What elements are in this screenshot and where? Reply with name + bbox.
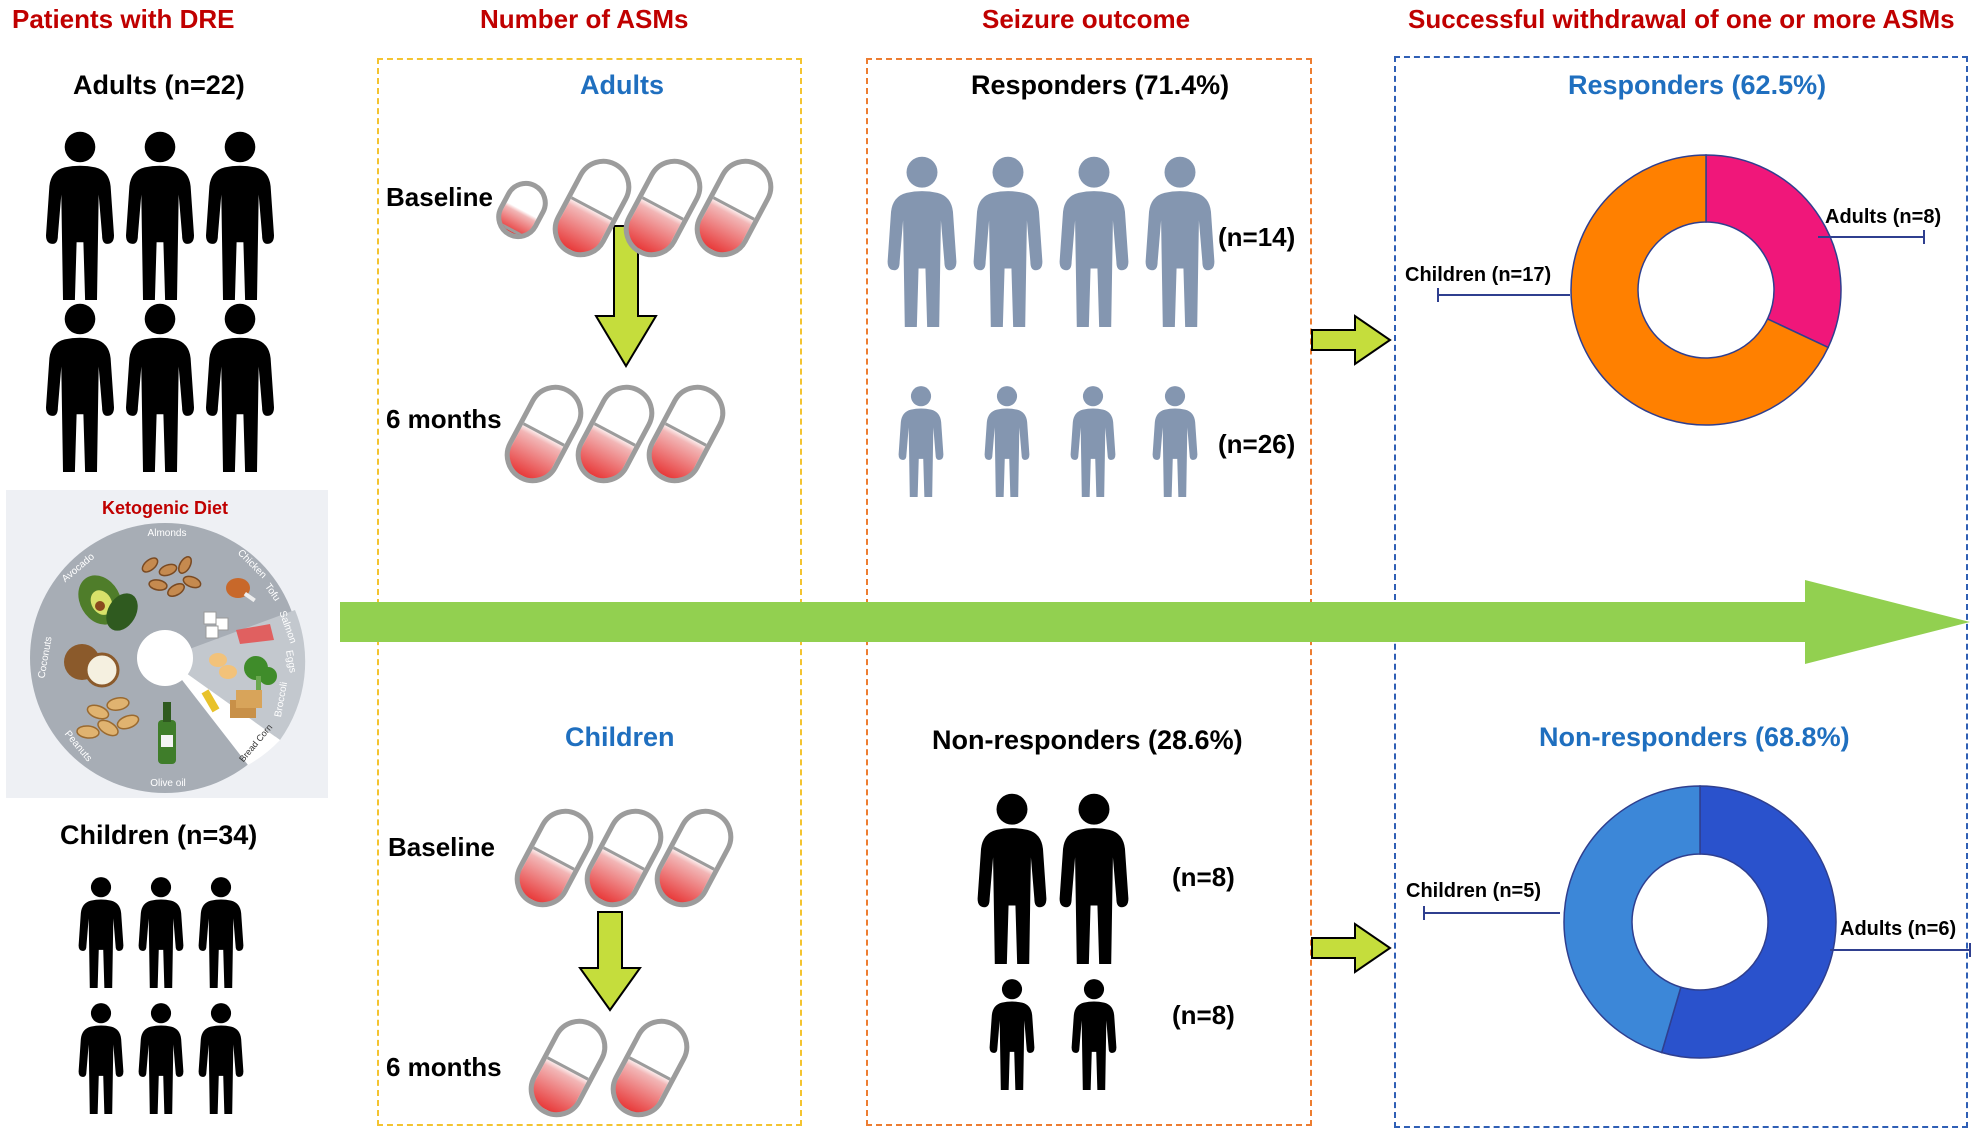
ketogenic-diet-panel: Ketogenic Diet Almonds Avocado Coconuts … <box>6 490 328 798</box>
withdrawal-responders-title: Responders (62.5%) <box>1568 70 1827 100</box>
responder-child-figures <box>898 386 1198 497</box>
nonresponders-children-count: (n=8) <box>1172 1000 1235 1030</box>
diet-food-label: Almonds <box>148 528 187 539</box>
donut-label-adults: Adults (n=8) <box>1825 206 1942 228</box>
donut-slice-children <box>1570 154 1830 426</box>
header-asms: Number of ASMs <box>480 4 689 34</box>
diet-food-label: Eggs <box>283 649 298 673</box>
children-baseline-label: Baseline <box>388 832 495 862</box>
callout-line-children <box>1437 288 1570 302</box>
diet-title: Ketogenic Diet <box>102 498 228 518</box>
nonresponder-adult-figures <box>977 793 1129 964</box>
asms-box <box>377 58 802 1126</box>
adults-6months-label: 6 months <box>386 404 502 434</box>
donut-chart-responders <box>1570 154 1842 426</box>
adults-figures <box>46 131 274 472</box>
callout-line-adults <box>1830 943 1971 957</box>
responder-adult-figures <box>887 156 1215 327</box>
header-outcome: Seizure outcome <box>982 4 1191 34</box>
diet-food-label: Olive oil <box>150 778 186 789</box>
nonresponders-label: Non-responders (28.6%) <box>932 725 1243 755</box>
asms-children-title: Children <box>565 722 675 752</box>
callout-line-adults <box>1818 230 1925 244</box>
donut-slice-adults <box>1660 785 1837 1059</box>
responders-label: Responders (71.4%) <box>971 70 1230 100</box>
donut-label-adults: Adults (n=6) <box>1840 918 1957 940</box>
donut-slice-children <box>1563 785 1701 1054</box>
right-arrow-responders <box>1311 314 1392 366</box>
header-withdrawal: Successful withdrawal of one or more ASM… <box>1408 4 1955 34</box>
withdrawal-nonresponders-title: Non-responders (68.8%) <box>1539 722 1850 752</box>
withdrawal-box <box>1394 56 1968 1128</box>
timeline-arrow <box>340 580 1970 664</box>
header-patients: Patients with DRE <box>12 4 235 34</box>
nonresponders-adults-count: (n=8) <box>1172 862 1235 892</box>
right-arrow-nonresponders <box>1311 922 1392 974</box>
children-count-label: Children (n=34) <box>60 820 258 850</box>
donut-chart-nonresponders <box>1563 785 1837 1059</box>
donut-label-children: Children (n=5) <box>1406 880 1542 902</box>
donut-label-children: Children (n=17) <box>1405 264 1552 286</box>
outcome-box <box>866 58 1312 1126</box>
children-figures <box>78 877 244 1114</box>
down-arrow-children <box>578 911 642 1012</box>
adults-baseline-label: Baseline <box>386 182 493 212</box>
nonresponder-child-figures <box>989 979 1117 1090</box>
adults-count-label: Adults (n=22) <box>73 70 245 100</box>
asms-adults-title: Adults <box>580 70 664 100</box>
donut-slice-adults <box>1705 154 1842 349</box>
responders-adults-count: (n=14) <box>1218 222 1296 252</box>
callout-line-children <box>1423 906 1560 920</box>
children-6months-label: 6 months <box>386 1052 502 1082</box>
responders-children-count: (n=26) <box>1218 429 1296 459</box>
